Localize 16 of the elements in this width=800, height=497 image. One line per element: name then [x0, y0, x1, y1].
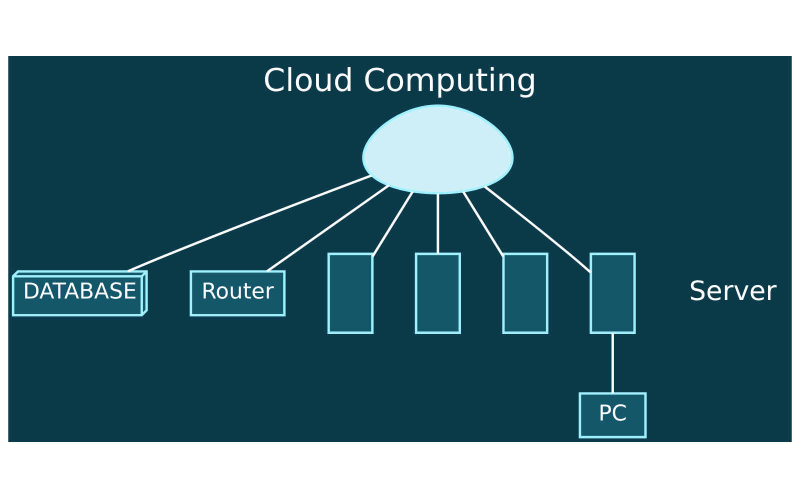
- connector: [612, 332, 614, 393]
- label: Server: [689, 276, 777, 307]
- node-box: Router: [190, 270, 286, 316]
- connector: [436, 193, 440, 254]
- diagram-title: Cloud Computing: [263, 62, 537, 98]
- node-box: [502, 252, 548, 334]
- connector: [127, 174, 372, 272]
- node-box: [590, 252, 636, 334]
- connector: [266, 184, 390, 272]
- node-box: [414, 252, 461, 334]
- connector: [371, 190, 414, 257]
- node-picture: [362, 104, 514, 194]
- connector: [462, 190, 504, 257]
- node-box: [327, 252, 374, 334]
- node-box: PC: [578, 392, 647, 438]
- connector: [484, 184, 592, 273]
